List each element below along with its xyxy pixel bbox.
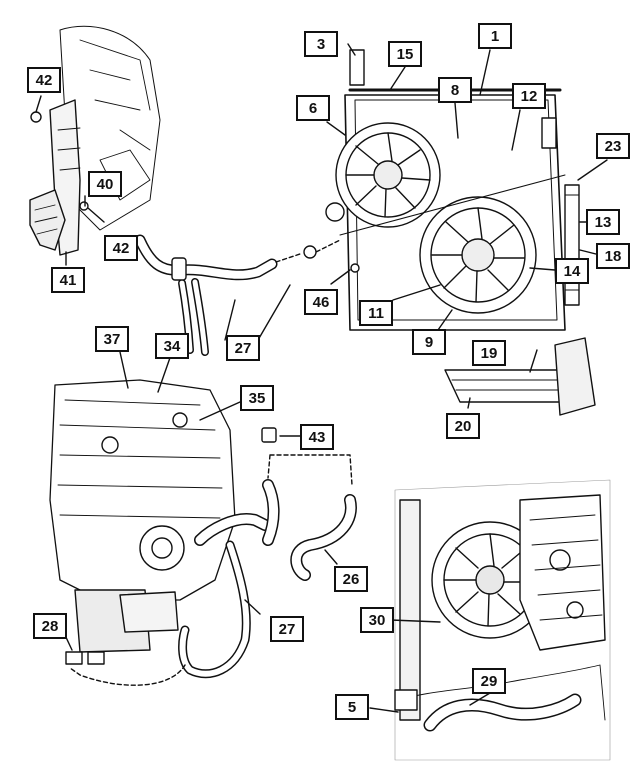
callout-35: 35 [240,385,274,411]
callout-12: 12 [512,83,546,109]
callout-46: 46 [304,289,338,315]
callout-15: 15 [388,41,422,67]
callout-40: 40 [88,171,122,197]
callout-27-top: 27 [226,335,260,361]
callout-9: 9 [412,329,446,355]
engine-illustration [49,351,241,653]
lower-hose-illustration [63,427,357,686]
callout-34: 34 [155,333,189,359]
radiator-fan-module-illustration [303,43,608,331]
callout-8: 8 [438,77,472,103]
callout-14: 14 [555,258,589,284]
callout-42-top: 42 [27,67,61,93]
callout-19: 19 [472,340,506,366]
callout-37: 37 [95,326,129,352]
callout-6: 6 [296,95,330,121]
callout-43: 43 [300,424,334,450]
callout-27-bottom: 27 [270,616,304,642]
callout-11: 11 [359,300,393,326]
callout-29: 29 [472,668,506,694]
callout-20: 20 [446,413,480,439]
installed-radiator-illustration [369,479,611,761]
callout-30: 30 [360,607,394,633]
callout-3: 3 [304,31,338,57]
callout-41: 41 [51,267,85,293]
callout-23: 23 [596,133,630,159]
callout-1: 1 [478,23,512,49]
lower-air-deflector-illustration [444,337,596,416]
upper-hose-illustration [134,234,301,356]
callout-42-bottom: 42 [104,235,138,261]
callout-18: 18 [596,243,630,269]
callout-5: 5 [335,694,369,720]
callout-28: 28 [33,613,67,639]
radiator-bracket-illustration [29,25,161,266]
callout-26: 26 [334,566,368,592]
callout-13: 13 [586,209,620,235]
